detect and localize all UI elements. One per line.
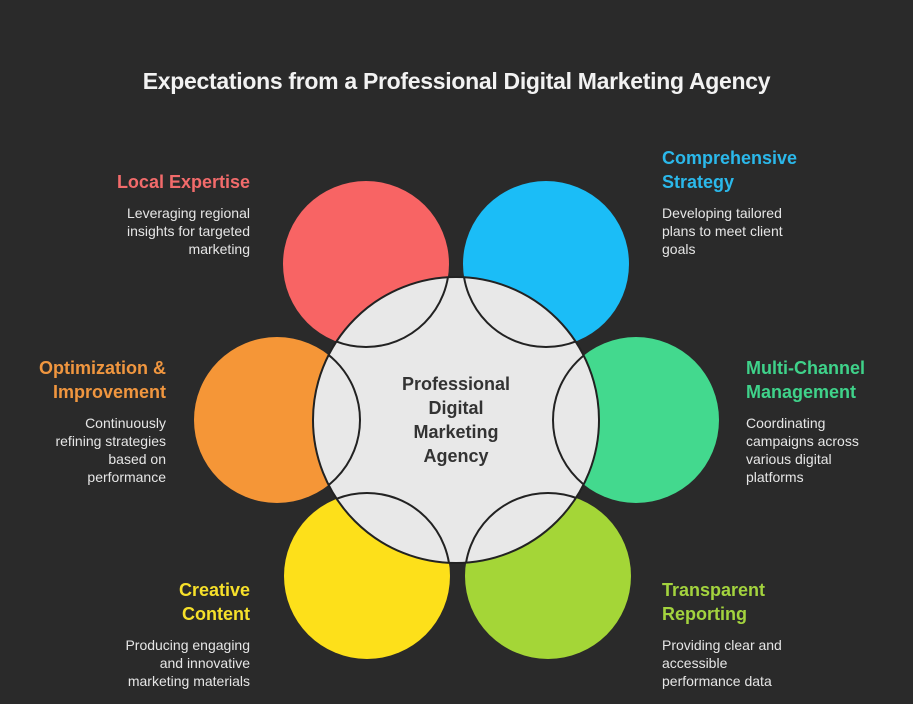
- item-local-expertise: Local Expertise Leveraging regional insi…: [40, 170, 250, 258]
- desc-line: Developing tailored: [662, 205, 782, 221]
- item-multi-channel-management: Multi-Channel Management Coordinating ca…: [746, 356, 913, 486]
- center-line: Agency: [423, 446, 489, 466]
- item-optimization-improvement: Optimization & Improvement Continuously …: [0, 356, 166, 486]
- desc-line: marketing: [188, 241, 250, 257]
- desc-line: plans to meet client: [662, 223, 783, 239]
- desc-line: and innovative: [159, 655, 250, 671]
- heading-line: Local Expertise: [116, 172, 250, 192]
- item-description: Providing clear and accessible performan…: [662, 636, 872, 690]
- desc-line: Continuously: [85, 415, 166, 431]
- item-description: Continuously refining strategies based o…: [0, 414, 166, 486]
- heading-line: Reporting: [662, 604, 747, 624]
- desc-line: insights for targeted: [127, 223, 250, 239]
- desc-line: based on: [108, 451, 166, 467]
- item-heading: Creative Content: [40, 578, 250, 626]
- circle-multi-channel-management: [553, 337, 719, 503]
- desc-line: various digital: [746, 451, 832, 467]
- desc-line: accessible: [662, 655, 728, 671]
- item-creative-content: Creative Content Producing engaging and …: [40, 578, 250, 690]
- desc-line: Producing engaging: [125, 637, 250, 653]
- heading-line: Optimization &: [39, 358, 166, 378]
- item-heading: Comprehensive Strategy: [662, 146, 872, 194]
- center-line: Marketing: [413, 422, 499, 442]
- desc-line: marketing materials: [127, 673, 250, 689]
- desc-line: goals: [662, 241, 696, 257]
- heading-line: Strategy: [662, 172, 735, 192]
- item-description: Developing tailored plans to meet client…: [662, 204, 872, 258]
- heading-line: Comprehensive: [662, 148, 798, 168]
- item-transparent-reporting: Transparent Reporting Providing clear an…: [662, 578, 872, 690]
- desc-line: refining strategies: [55, 433, 166, 449]
- heading-line: Transparent: [662, 580, 766, 600]
- item-heading: Optimization & Improvement: [0, 356, 166, 404]
- item-description: Coordinating campaigns across various di…: [746, 414, 913, 486]
- item-description: Leveraging regional insights for targete…: [40, 204, 250, 258]
- heading-line: Creative: [178, 580, 250, 600]
- center-line: Professional: [401, 374, 511, 394]
- item-description: Producing engaging and innovative market…: [40, 636, 250, 690]
- heading-line: Content: [182, 604, 250, 624]
- center-line: Digital: [428, 398, 484, 418]
- diagram-title: Expectations from a Professional Digital…: [142, 68, 771, 94]
- desc-line: campaigns across: [746, 433, 859, 449]
- desc-line: Leveraging regional: [127, 205, 250, 221]
- desc-line: Coordinating: [746, 415, 826, 431]
- item-heading: Multi-Channel Management: [746, 356, 913, 404]
- desc-line: performance: [87, 469, 166, 485]
- heading-line: Management: [746, 382, 857, 402]
- desc-line: Providing clear and: [662, 637, 782, 653]
- center-label: Professional Digital Marketing Agency: [366, 372, 546, 468]
- item-heading: Transparent Reporting: [662, 578, 872, 626]
- heading-line: Improvement: [52, 382, 166, 402]
- desc-line: platforms: [746, 469, 804, 485]
- heading-line: Multi-Channel: [746, 358, 865, 378]
- desc-line: performance data: [662, 673, 772, 689]
- item-heading: Local Expertise: [40, 170, 250, 194]
- item-comprehensive-strategy: Comprehensive Strategy Developing tailor…: [662, 146, 872, 258]
- center-circle: [312, 276, 600, 564]
